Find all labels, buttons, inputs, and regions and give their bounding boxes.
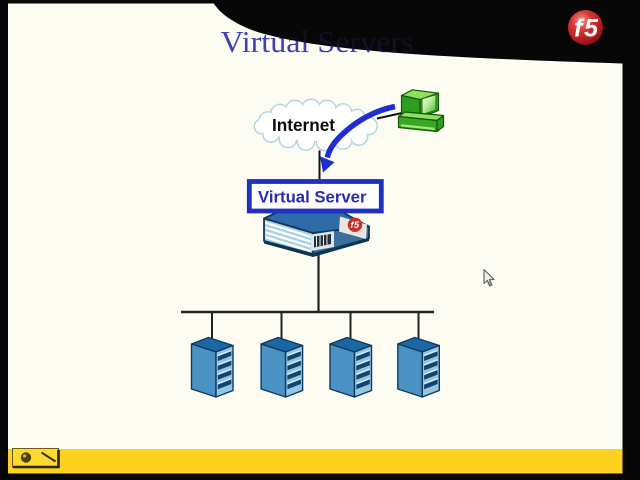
svg-text:Virtual Server: Virtual Server — [258, 189, 367, 207]
svg-text:f5: f5 — [574, 15, 599, 43]
svg-text:f5: f5 — [351, 220, 360, 230]
svg-text:Internet: Internet — [272, 115, 335, 135]
